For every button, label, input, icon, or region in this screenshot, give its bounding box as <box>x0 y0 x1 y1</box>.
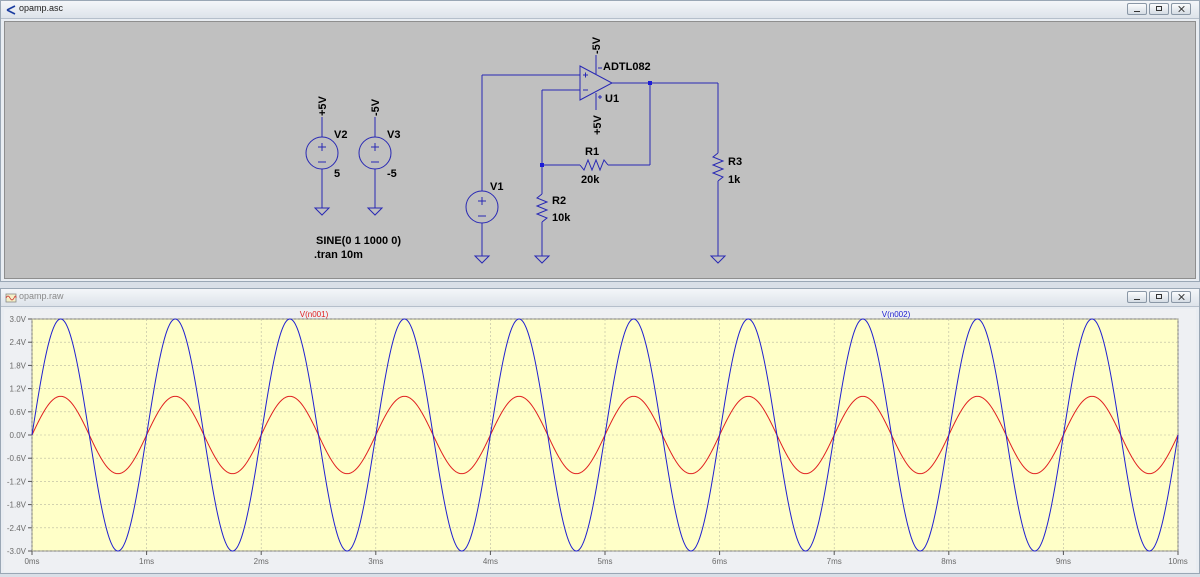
schematic-canvas[interactable]: +5V -5V -5V +5V V2 5 V3 -5 V1 ADTL082 U1… <box>4 21 1196 279</box>
x-tick-label: 7ms <box>827 557 842 566</box>
x-tick-label: 2ms <box>254 557 269 566</box>
plot-pane[interactable]: 3.0V 2.4V 1.8V 1.2V 0.6V 0.0V -0.6V -1.2V -1.8V -… <box>4 309 1196 572</box>
component-value-r1: 20k <box>581 174 600 186</box>
y-tick-label: 0.0V <box>10 431 27 440</box>
y-tick-label: -0.6V <box>7 454 27 463</box>
y-tick-label: -2.4V <box>7 524 27 533</box>
y-tick-label: -1.2V <box>7 477 27 486</box>
schematic-titlebar[interactable]: opamp.asc <box>1 1 1199 19</box>
net-label-v3: -5V <box>370 98 382 116</box>
x-tick-label: 5ms <box>597 557 612 566</box>
close-button[interactable] <box>1171 291 1191 303</box>
component-value-r2: 10k <box>552 212 571 224</box>
waveform-window: opamp.raw 3.0V 2.4V 1.8V 1.2V 0.6V 0.0V -0.6V -… <box>0 288 1200 574</box>
component-value-v2: 5 <box>334 168 340 180</box>
net-label-u1-neg: -5V <box>591 36 603 54</box>
opamp-u1[interactable] <box>579 55 614 110</box>
x-tick-label: 0ms <box>24 557 39 566</box>
component-name-v2: V2 <box>334 129 347 141</box>
waveform-titlebar[interactable]: opamp.raw <box>1 289 1199 307</box>
y-tick-label: 1.8V <box>10 361 27 370</box>
minimize-button[interactable] <box>1127 291 1147 303</box>
minimize-icon <box>1134 299 1140 300</box>
y-tick-label: 3.0V <box>10 315 27 324</box>
component-name-r1: R1 <box>585 146 599 158</box>
waveform-viewer-icon <box>5 293 17 303</box>
component-name-u1: U1 <box>605 93 619 105</box>
restore-icon <box>1156 6 1162 11</box>
x-tick-label: 6ms <box>712 557 727 566</box>
net-label-u1-pos: +5V <box>592 114 604 135</box>
schematic-title: opamp.asc <box>19 3 64 13</box>
y-tick-label: -3.0V <box>7 547 27 556</box>
junction-dot <box>540 163 544 167</box>
minimize-button[interactable] <box>1127 3 1147 15</box>
component-name-v3: V3 <box>387 129 400 141</box>
resistor-r3[interactable] <box>711 152 725 182</box>
junction-dot <box>648 81 652 85</box>
close-icon <box>1178 294 1184 299</box>
schematic-drawing: +5V -5V -5V +5V V2 5 V3 -5 V1 ADTL082 U1… <box>305 36 742 264</box>
trace-label[interactable]: V(n001) <box>300 310 329 319</box>
close-button[interactable] <box>1171 3 1191 15</box>
schematic-window: opamp.asc <box>0 0 1200 282</box>
resistor-r1[interactable] <box>579 158 609 172</box>
spice-directive-sine[interactable]: SINE(0 1 1000 0) <box>316 235 401 247</box>
waveform-plot[interactable]: 3.0V 2.4V 1.8V 1.2V 0.6V 0.0V -0.6V -1.2V -1.8V -… <box>4 309 1196 572</box>
restore-button[interactable] <box>1149 3 1169 15</box>
component-name-r2: R2 <box>552 195 566 207</box>
trace-label[interactable]: V(n002) <box>882 310 911 319</box>
x-tick-label: 10ms <box>1168 557 1188 566</box>
component-name-v1: V1 <box>490 181 503 193</box>
voltage-source-v2[interactable] <box>305 117 339 216</box>
ltspice-schematic-icon <box>6 5 16 15</box>
component-name-r3: R3 <box>728 156 742 168</box>
voltage-source-v1[interactable] <box>465 75 499 264</box>
y-tick-label: 2.4V <box>10 338 27 347</box>
component-value-v3: -5 <box>387 168 397 180</box>
restore-button[interactable] <box>1149 291 1169 303</box>
component-value-r3: 1k <box>728 174 741 186</box>
x-tick-label: 8ms <box>941 557 956 566</box>
close-icon <box>1178 6 1184 11</box>
x-tick-label: 3ms <box>368 557 383 566</box>
x-tick-label: 1ms <box>139 557 154 566</box>
series-line-vn002[interactable] <box>31 318 1179 552</box>
y-tick-label: 1.2V <box>10 385 27 394</box>
x-tick-label: 9ms <box>1056 557 1071 566</box>
spice-directive-tran[interactable]: .tran 10m <box>314 249 363 261</box>
restore-icon <box>1156 294 1162 299</box>
net-label-v2: +5V <box>317 95 329 116</box>
y-tick-label: -1.8V <box>7 501 27 510</box>
y-tick-label: 0.6V <box>10 408 27 417</box>
x-tick-label: 4ms <box>483 557 498 566</box>
minimize-icon <box>1134 11 1140 12</box>
component-model-u1: ADTL082 <box>603 61 651 73</box>
waveform-title: opamp.raw <box>19 291 64 301</box>
voltage-source-v3[interactable] <box>358 117 392 216</box>
resistor-r2[interactable] <box>535 193 549 223</box>
